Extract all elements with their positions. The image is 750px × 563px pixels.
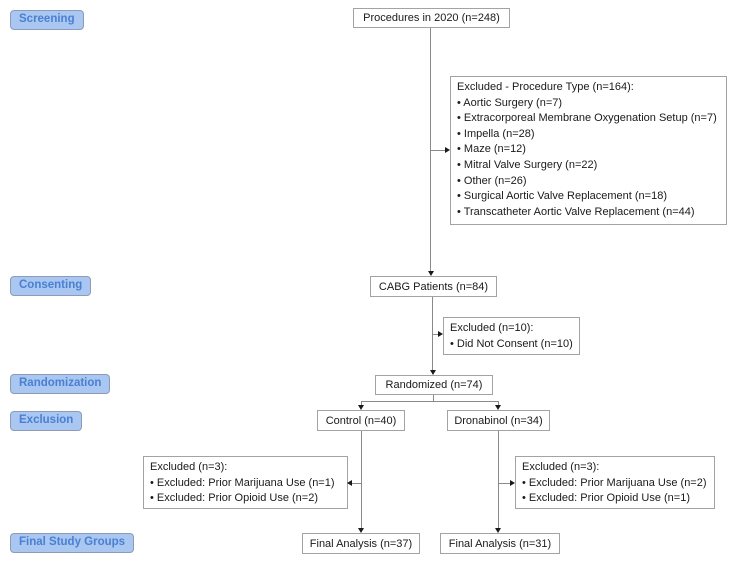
excluded-item: • Mitral Valve Surgery (n=22) bbox=[457, 158, 598, 171]
excluded-item: • Transcatheter Aortic Valve Replacement… bbox=[457, 205, 695, 218]
excluded-item: • Aortic Surgery (n=7) bbox=[457, 96, 563, 109]
excluded-consent-items: • Did Not Consent (n=10) bbox=[450, 337, 573, 353]
excluded-item: • Excluded: Prior Opioid Use (n=2) bbox=[150, 492, 319, 505]
node-excluded-procedure-type: Excluded - Procedure Type (n=164): • Aor… bbox=[450, 76, 727, 225]
node-excluded-consent: Excluded (n=10): • Did Not Consent (n=10… bbox=[443, 317, 580, 355]
arrowhead-into-excluded-control bbox=[347, 480, 352, 486]
node-randomized: Randomized (n=74) bbox=[375, 375, 493, 395]
connector-dronabinol-to-final bbox=[498, 431, 499, 528]
stage-label-screening: Screening bbox=[10, 10, 84, 30]
node-final-analysis-dronabinol: Final Analysis (n=31) bbox=[440, 533, 560, 554]
excluded-item: • Excluded: Prior Opioid Use (n=1) bbox=[522, 492, 691, 505]
stage-label-exclusion: Exclusion bbox=[10, 411, 83, 431]
stage-label-final-study-groups: Final Study Groups bbox=[10, 533, 135, 553]
excluded-dronabinol-items: • Excluded: Prior Marijuana Use (n=2) • E… bbox=[522, 476, 708, 507]
excluded-control-items: • Excluded: Prior Marijuana Use (n=1) • E… bbox=[150, 476, 341, 507]
node-control: Control (n=40) bbox=[317, 410, 405, 431]
node-excluded-control: Excluded (n=3): • Excluded: Prior Mariju… bbox=[143, 456, 348, 509]
connector-to-excluded-procedure-type bbox=[430, 150, 445, 151]
node-final-analysis-control: Final Analysis (n=37) bbox=[302, 533, 420, 554]
arrowhead-into-final-dronabinol bbox=[495, 528, 501, 533]
connector-to-control bbox=[361, 401, 362, 406]
arrowhead-into-control bbox=[358, 405, 364, 410]
connector-randomized-stem bbox=[433, 395, 434, 402]
node-procedures-2020: Procedures in 2020 (n=248) bbox=[353, 8, 510, 28]
connector-split-horizontal bbox=[361, 401, 499, 402]
node-excluded-dronabinol: Excluded (n=3): • Excluded: Prior Mariju… bbox=[515, 456, 715, 509]
connector-to-excluded-control bbox=[352, 483, 361, 484]
excluded-control-title: Excluded (n=3): bbox=[150, 461, 228, 473]
node-cabg-patients: CABG Patients (n=84) bbox=[370, 276, 497, 297]
excluded-item: • Excluded: Prior Marijuana Use (n=2) bbox=[522, 476, 707, 489]
stage-label-consenting: Consenting bbox=[10, 276, 92, 296]
arrowhead-into-excluded-procedure-type bbox=[445, 147, 450, 153]
arrowhead-into-final-control bbox=[358, 528, 364, 533]
connector-to-dronabinol bbox=[498, 401, 499, 406]
excluded-dronabinol-title: Excluded (n=3): bbox=[522, 461, 600, 473]
connector-to-excluded-dronabinol bbox=[498, 483, 510, 484]
excluded-item: • Other (n=26) bbox=[457, 174, 527, 187]
arrowhead-into-randomized bbox=[430, 370, 436, 375]
connector-cabg-to-randomized bbox=[432, 297, 433, 370]
excluded-consent-title: Excluded (n=10): bbox=[450, 322, 534, 334]
excluded-item: • Surgical Aortic Valve Replacement (n=1… bbox=[457, 190, 667, 203]
connector-to-excluded-consent bbox=[432, 334, 438, 335]
arrowhead-into-cabg bbox=[428, 271, 434, 276]
excluded-item: • Excluded: Prior Marijuana Use (n=1) bbox=[150, 476, 335, 489]
excluded-item: • Did Not Consent (n=10) bbox=[450, 337, 573, 350]
excluded-procedure-type-items: • Aortic Surgery (n=7) • Extracorporeal M… bbox=[457, 96, 720, 221]
connector-control-to-final bbox=[361, 431, 362, 528]
connector-procedures-to-cabg bbox=[430, 28, 431, 271]
arrowhead-into-excluded-dronabinol bbox=[510, 480, 515, 486]
node-dronabinol: Dronabinol (n=34) bbox=[447, 410, 550, 431]
arrowhead-into-dronabinol bbox=[495, 405, 501, 410]
excluded-item: • Maze (n=12) bbox=[457, 143, 526, 156]
stage-label-randomization: Randomization bbox=[10, 374, 111, 394]
excluded-procedure-type-title: Excluded - Procedure Type (n=164): bbox=[457, 81, 634, 93]
excluded-item: • Extracorporeal Membrane Oxygenation Se… bbox=[457, 112, 717, 125]
excluded-item: • Impella (n=28) bbox=[457, 127, 535, 140]
arrowhead-into-excluded-consent bbox=[438, 331, 443, 337]
